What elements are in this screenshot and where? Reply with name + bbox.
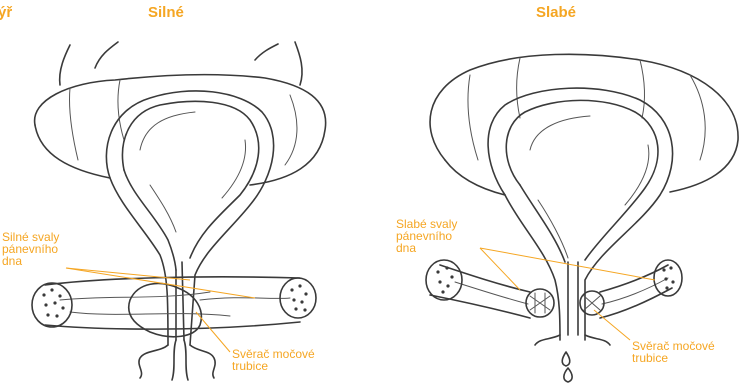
leader-strong-muscles-2 [66, 268, 255, 298]
label-weak-pelvic-muscles: Slabé svaly pánevního dna [396, 218, 457, 254]
bladder-weak [430, 54, 738, 382]
pelvic-floor-weak [426, 260, 682, 318]
label-strong-sphincter: Svěrač močové trubice [232, 348, 315, 372]
label-weak-sphincter: Svěrač močové trubice [632, 340, 715, 364]
leader-strong-sphincter [196, 312, 230, 352]
weak-left-cap-dots [436, 266, 453, 293]
strong-right-cap-dots [290, 284, 307, 311]
pelvic-floor-strong [32, 277, 316, 337]
strong-left-cap-dots [42, 288, 64, 317]
label-strong-pelvic-muscles: Silné svaly pánevního dna [2, 231, 59, 267]
